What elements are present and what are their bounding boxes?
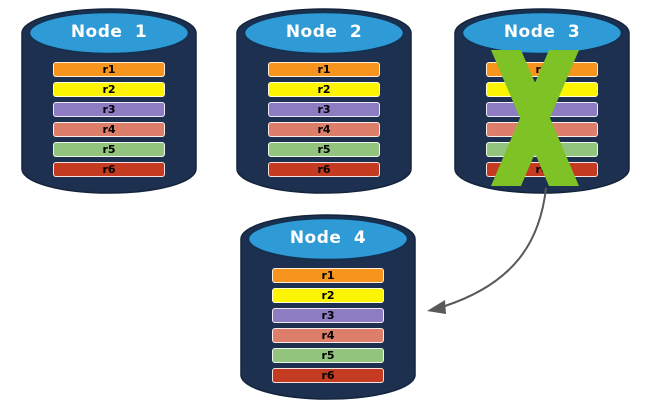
record-bar: r5	[53, 142, 165, 157]
record-bar: r2	[53, 82, 165, 97]
record-bar: r5	[268, 142, 380, 157]
failure-x-icon	[491, 50, 579, 186]
node-4: Node 4 r1 r2 r3 r4 r5 r6	[240, 214, 416, 400]
record-label: r6	[317, 163, 331, 176]
record-bar: r4	[268, 122, 380, 137]
record-label: r5	[321, 349, 335, 362]
record-bar: r1	[53, 62, 165, 77]
record-list: r1 r2 r3 r4 r5 r6	[272, 268, 384, 388]
record-label: r6	[102, 163, 116, 176]
record-label: r3	[321, 309, 335, 322]
node-1: Node 1 r1 r2 r3 r4 r5 r6	[21, 8, 197, 194]
record-bar: r3	[268, 102, 380, 117]
record-bar: r2	[272, 288, 384, 303]
node-title: Node 2	[285, 22, 363, 42]
record-label: r4	[317, 123, 331, 136]
record-bar: r1	[268, 62, 380, 77]
record-list: r1 r2 r3 r4 r5 r6	[53, 62, 165, 182]
node-title: Node 4	[289, 228, 367, 248]
node-3: Node 3 r1 r2 r3 r4 r5 r6	[454, 8, 630, 194]
record-label: r2	[317, 83, 331, 96]
record-label: r5	[102, 143, 116, 156]
record-label: r1	[317, 63, 331, 76]
record-list: r1 r2 r3 r4 r5 r6	[268, 62, 380, 182]
node-title: Node 3	[503, 22, 581, 42]
record-bar: r3	[53, 102, 165, 117]
record-bar: r2	[268, 82, 380, 97]
record-bar: r1	[272, 268, 384, 283]
record-label: r3	[317, 103, 331, 116]
record-label: r2	[102, 83, 116, 96]
record-label: r6	[321, 369, 335, 382]
record-bar: r3	[272, 308, 384, 323]
record-label: r4	[102, 123, 116, 136]
record-bar: r4	[272, 328, 384, 343]
record-label: r2	[321, 289, 335, 302]
record-label: r3	[102, 103, 116, 116]
record-bar: r6	[268, 162, 380, 177]
record-bar: r4	[53, 122, 165, 137]
record-label: r4	[321, 329, 335, 342]
node-title: Node 1	[70, 22, 148, 42]
record-label: r5	[317, 143, 331, 156]
record-bar: r5	[272, 348, 384, 363]
record-label: r1	[321, 269, 335, 282]
record-bar: r6	[53, 162, 165, 177]
record-bar: r6	[272, 368, 384, 383]
record-label: r1	[102, 63, 116, 76]
node-2: Node 2 r1 r2 r3 r4 r5 r6	[236, 8, 412, 194]
